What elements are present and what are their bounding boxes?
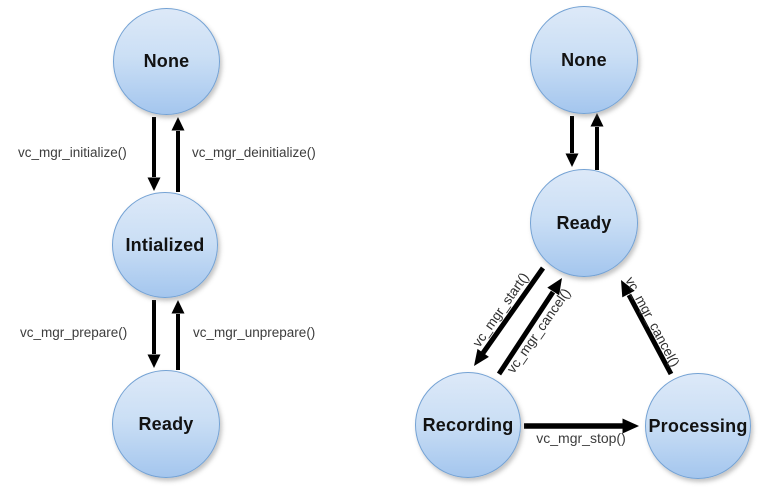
state-circle-initialized: Intialized — [112, 192, 218, 298]
state-label-initialized: Intialized — [125, 234, 205, 255]
transition-label-stop: vc_mgr_stop() — [536, 430, 626, 446]
state-circle-processing: Processing — [645, 373, 751, 479]
transition-label-unprepare: vc_mgr_unprepare() — [193, 325, 316, 340]
state-circle-ready-left: Ready — [112, 370, 220, 478]
state-label-ready-left: Ready — [138, 413, 194, 434]
state-circle-none-left: None — [113, 8, 220, 115]
state-label-processing: Processing — [648, 415, 748, 436]
state-circle-ready-right: Ready — [530, 169, 638, 277]
state-circle-recording: Recording — [415, 372, 521, 478]
transition-label-cancel-from-processing: vc_mgr_cancel() — [622, 274, 683, 370]
transition-label-initialize: vc_mgr_initialize() — [18, 145, 127, 160]
state-label-ready-right: Ready — [556, 212, 612, 233]
state-label-none-right: None — [561, 49, 607, 70]
arrow-ready-to-none — [590, 113, 604, 170]
transition-label-prepare: vc_mgr_prepare() — [20, 325, 128, 340]
state-circle-none-right: None — [530, 6, 638, 114]
arrow-none-to-ready — [565, 116, 579, 167]
transition-label-deinitialize: vc_mgr_deinitialize() — [192, 145, 316, 160]
state-label-none-left: None — [143, 51, 190, 71]
state-label-recording: Recording — [422, 414, 514, 435]
